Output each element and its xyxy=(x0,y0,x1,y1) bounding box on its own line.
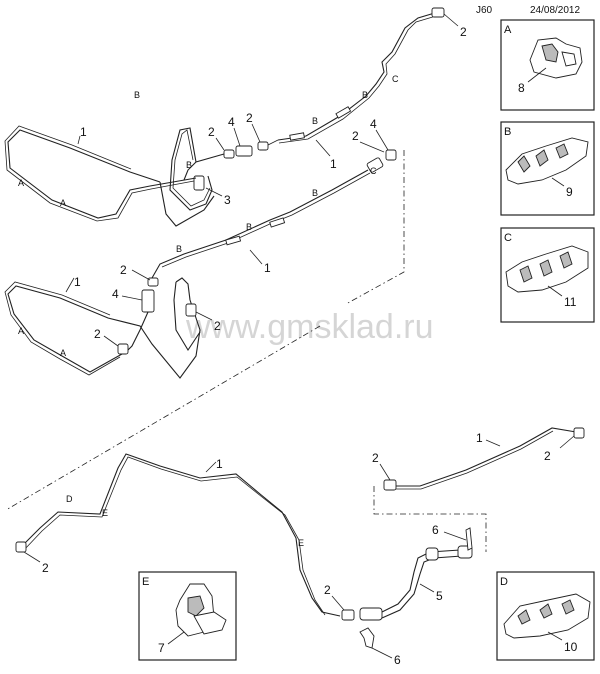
route-letter: B xyxy=(176,244,182,254)
callout-number: 1 xyxy=(216,457,223,471)
callout-number: 2 xyxy=(208,125,215,139)
callout-number: 4 xyxy=(370,117,377,131)
route-letter: B xyxy=(246,222,252,232)
upper-pipe-assembly xyxy=(4,7,445,511)
callout-number: 4 xyxy=(112,287,119,301)
route-letter: A xyxy=(18,178,24,188)
route-letter: A xyxy=(60,198,66,208)
route-letter: A xyxy=(60,348,66,358)
panel-letter: C xyxy=(504,232,512,244)
route-letter: D xyxy=(66,494,73,504)
route-letter: B xyxy=(362,90,368,100)
detail-panel-e: E 7 xyxy=(138,571,237,661)
callout-number: 2 xyxy=(372,451,379,465)
detail-panel-a: A 8 xyxy=(500,19,595,111)
callout-number: 2 xyxy=(544,449,551,463)
callout-number: 6 xyxy=(394,653,401,667)
part-number: 11 xyxy=(564,295,577,309)
callout-number: 2 xyxy=(324,583,331,597)
watermark: www.gmsklad.ru xyxy=(185,308,434,346)
callout-number: 3 xyxy=(224,193,231,207)
callout-number: 1 xyxy=(330,157,337,171)
route-letter: C xyxy=(392,74,399,84)
callout-number: 2 xyxy=(42,561,49,575)
part-number: 10 xyxy=(564,640,578,654)
detail-panel-c: C 11 xyxy=(500,227,595,323)
route-letter: B xyxy=(186,160,192,170)
panel-letter: B xyxy=(504,126,511,138)
lower-pipe-assembly xyxy=(15,427,585,649)
callout-number: 2 xyxy=(352,129,359,143)
panel-letter: D xyxy=(500,576,508,588)
route-letter: A xyxy=(18,326,24,336)
route-letter: B xyxy=(312,116,318,126)
callout-number: 2 xyxy=(246,111,253,125)
route-letter: B xyxy=(134,90,140,100)
callout-number: 1 xyxy=(80,125,87,139)
callout-number: 2 xyxy=(120,263,127,277)
callouts: 2 1 2 4 2 3 1 2 4 1 1 2 4 2 2 1 2 xyxy=(23,13,575,667)
detail-panel-d: D 10 xyxy=(496,571,595,661)
part-number: 8 xyxy=(518,81,525,95)
route-letter: E xyxy=(102,508,108,518)
route-letter: E xyxy=(298,538,304,548)
callout-number: 6 xyxy=(432,523,439,537)
callout-number: 4 xyxy=(228,115,235,129)
callout-number: 1 xyxy=(74,275,81,289)
part-number: 9 xyxy=(566,185,573,199)
part-number: 7 xyxy=(158,641,165,655)
route-letter: C xyxy=(370,166,377,176)
detail-panel-b: B 9 xyxy=(500,121,595,216)
callout-number: 1 xyxy=(264,261,271,275)
route-letter: B xyxy=(312,188,318,198)
callout-number: 2 xyxy=(214,319,221,333)
diagram-code: J60 xyxy=(476,5,493,16)
callout-number: 1 xyxy=(476,431,483,445)
panel-letter: A xyxy=(504,24,512,36)
panel-letter: E xyxy=(142,576,149,588)
callout-number: 5 xyxy=(436,589,443,603)
callout-number: 2 xyxy=(94,327,101,341)
diagram-date: 24/08/2012 xyxy=(530,5,580,16)
callout-number: 2 xyxy=(460,25,467,39)
